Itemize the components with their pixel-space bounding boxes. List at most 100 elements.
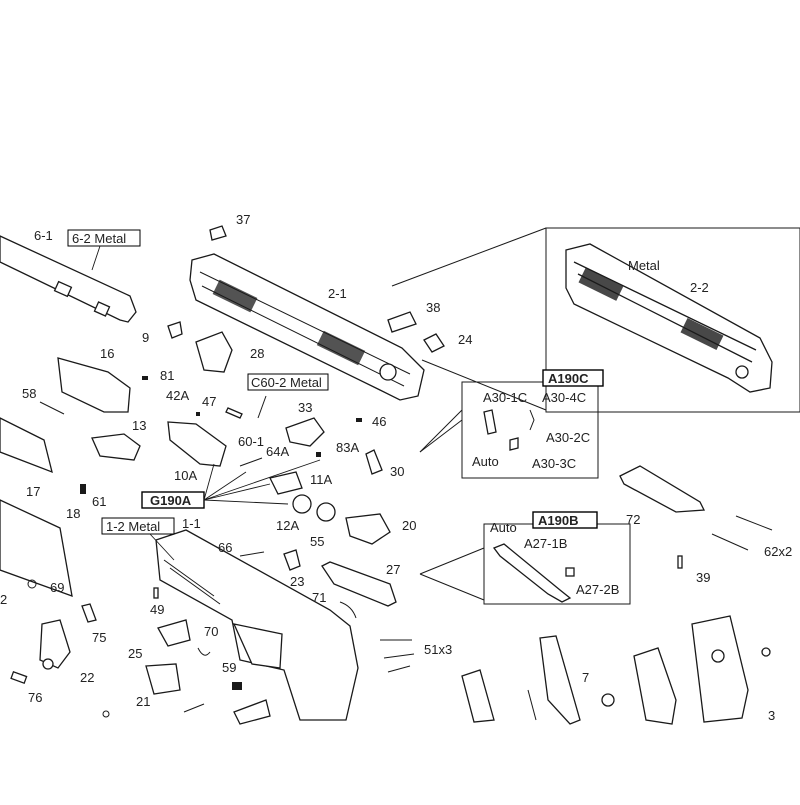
slide-2-2-drawing (565, 243, 773, 393)
part-24: 24 (423, 332, 472, 353)
part-70: 70 (197, 624, 218, 656)
part-22: 22 (39, 619, 94, 685)
label-60-1: 60-1 (238, 434, 264, 449)
a30-4c-label: A30-4C (542, 390, 586, 405)
part-27: 27 (321, 561, 400, 607)
part-61: 61 (80, 484, 106, 509)
a30-3c-part (509, 437, 519, 451)
label-72: 72 (626, 512, 640, 527)
label-64A: 64A (266, 444, 289, 459)
a190b-auto-label: Auto (490, 520, 517, 535)
a190c-auto-label: Auto (472, 454, 499, 469)
label-27: 27 (386, 562, 400, 577)
label-83A: 83A (336, 440, 359, 455)
part-81: 81 (142, 368, 174, 383)
inset-a190b: A190B Auto A27-1B A27-2B (419, 511, 631, 605)
label-61: 61 (92, 494, 106, 509)
left-edge-label: 2 (0, 592, 7, 607)
label-70: 70 (204, 624, 218, 639)
a30-1c-part (483, 409, 497, 435)
a190b-title: A190B (538, 513, 578, 528)
a27-2b-label: A27-2B (576, 582, 619, 597)
label-25: 25 (128, 646, 142, 661)
label-69: 69 (50, 580, 64, 595)
label-51: 51x3 (424, 642, 452, 657)
part-42A: 42A (166, 388, 200, 416)
part-58-spring: 58 (22, 386, 65, 415)
part-46: 46 (356, 414, 386, 429)
part-25: 25 (128, 619, 191, 661)
label-59: 59 (222, 660, 236, 675)
inset-a190c: A190C A30-1C A30-4C A30-2C A30-3C Auto (419, 369, 604, 479)
part-66-spring: 66 (218, 540, 265, 557)
part-16: 16 (57, 346, 131, 413)
part-55: 55 (310, 502, 336, 549)
label-17: 17 (26, 484, 40, 499)
label-22: 22 (80, 670, 94, 685)
a27-2b-part (565, 567, 575, 577)
part-10A: 10A (167, 421, 227, 483)
part-71: 71 (312, 590, 357, 619)
part-38: 38 (387, 300, 440, 333)
label-1-1: 1-1 (182, 516, 201, 531)
label-62: 62x2 (764, 544, 792, 559)
part-21: 21 (136, 663, 181, 709)
label-3: 3 (768, 708, 775, 723)
part-17: 17 (0, 417, 53, 499)
part-37: 37 (209, 212, 250, 241)
part-7-magazine: 7 (461, 635, 589, 725)
label-38: 38 (426, 300, 440, 315)
label-47: 47 (202, 394, 216, 409)
part-30: 30 (365, 449, 404, 479)
label-46: 46 (372, 414, 386, 429)
label-2: 2 (0, 592, 7, 607)
label-76: 76 (28, 690, 42, 705)
a27-1b-part (492, 543, 572, 603)
label-10A: 10A (174, 468, 197, 483)
label-2-1: 2-1 (328, 286, 347, 301)
part-23: 23 (283, 549, 304, 589)
part-59: 59 (222, 660, 242, 690)
barrel-6-1: 6-1 6-2 Metal (0, 228, 141, 323)
label-71: 71 (312, 590, 326, 605)
label-24: 24 (458, 332, 472, 347)
inset-slide-metal-label: Metal (628, 258, 660, 273)
part-75: 75 (81, 603, 106, 645)
label-23: 23 (290, 574, 304, 589)
label-30: 30 (390, 464, 404, 479)
label-21: 21 (136, 694, 150, 709)
part-69: 69 (27, 579, 64, 595)
label-6-1: 6-1 (34, 228, 53, 243)
part-bottom-screws (102, 699, 271, 725)
label-75: 75 (92, 630, 106, 645)
label-49: 49 (150, 602, 164, 617)
part-49: 49 (150, 587, 164, 617)
label-g190a: G190A (150, 493, 192, 508)
part-12A: 12A (276, 494, 312, 533)
label-7: 7 (582, 670, 589, 685)
part-33: 33 (285, 400, 325, 447)
label-18: 18 (66, 506, 80, 521)
a30-3c-label: A30-3C (532, 456, 576, 471)
a30-1c-label: A30-1C (483, 390, 527, 405)
label-20: 20 (402, 518, 416, 533)
label-42A: 42A (166, 388, 189, 403)
label-c60-2: C60-2 Metal (251, 375, 322, 390)
label-66: 66 (218, 540, 232, 555)
part-11A: 11A (269, 471, 332, 495)
a30-4c-spring (529, 409, 535, 431)
label-9: 9 (142, 330, 149, 345)
label-11A: 11A (310, 472, 332, 487)
part-62-springs: 62x2 (711, 515, 792, 559)
label-33: 33 (298, 400, 312, 415)
part-13: 13 (91, 418, 146, 461)
part-72: 72 (619, 465, 706, 527)
label-37: 37 (236, 212, 250, 227)
label-1-2: 1-2 Metal (106, 519, 160, 534)
label-12A: 12A (276, 518, 299, 533)
part-28: 28 (195, 331, 264, 373)
a30-2c-label: A30-2C (546, 430, 590, 445)
part-64A-spring: 64A (239, 444, 289, 467)
